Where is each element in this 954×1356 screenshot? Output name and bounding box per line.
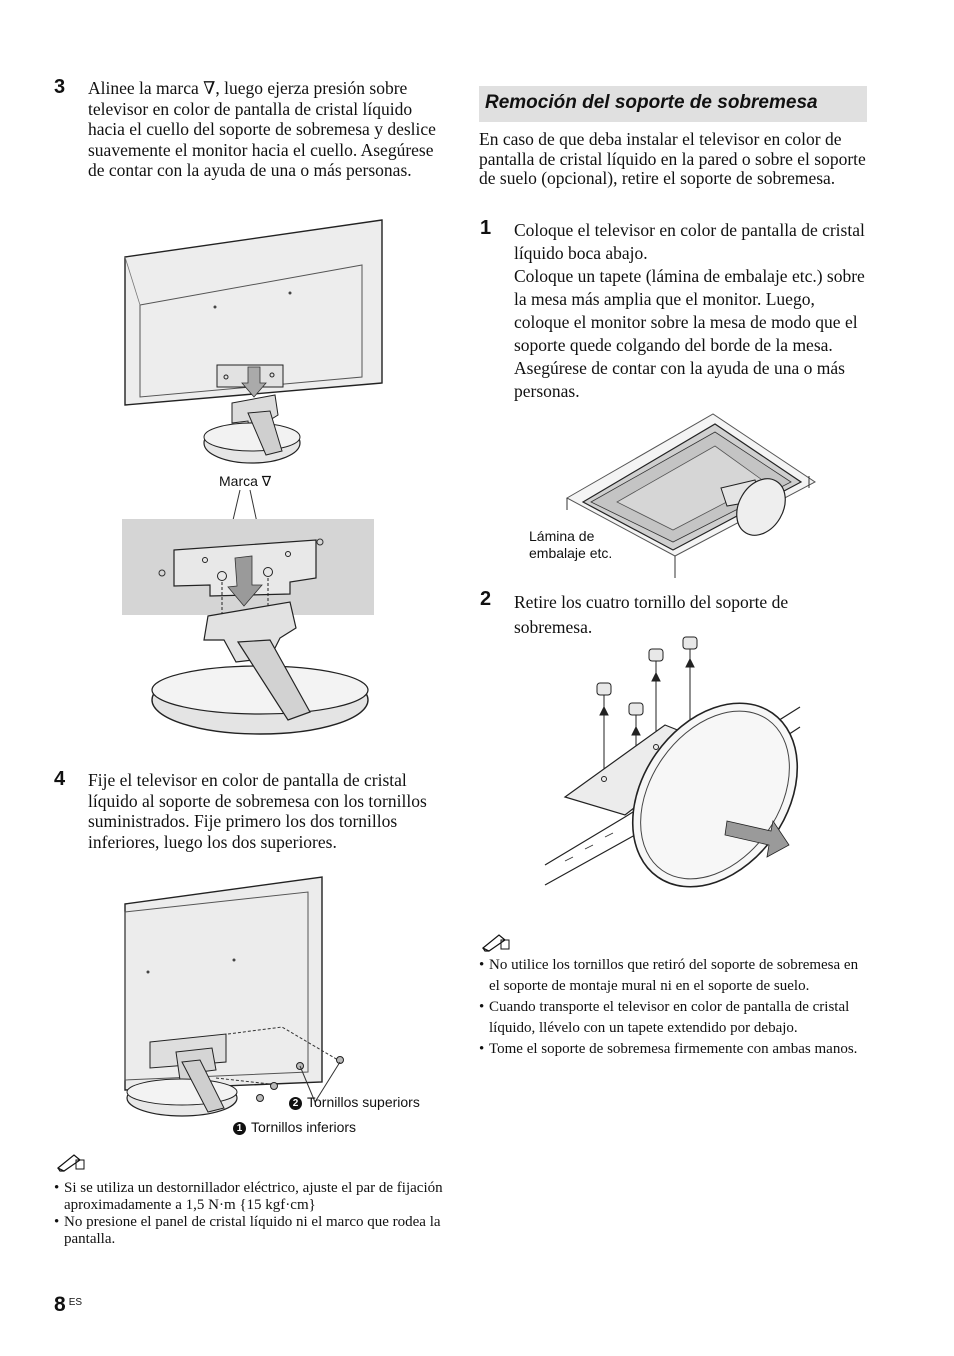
upper-screws-text: Tornillos superiors xyxy=(307,1094,420,1110)
number-1-badge: 1 xyxy=(233,1122,246,1135)
page-number-value: 8 xyxy=(54,1293,66,1316)
section-heading: Remoción del soporte de sobremesa xyxy=(485,92,818,113)
tv-face-down-illustration xyxy=(565,413,816,578)
step-4-text: Fije el televisor en color de pantalla d… xyxy=(88,770,427,852)
right-notes: No utilice los tornillos que retiró del … xyxy=(479,955,871,1060)
right-note-item: No utilice los tornillos que retiró del … xyxy=(479,955,871,997)
section-heading-bar: Remoción del soporte de sobremesa xyxy=(479,86,867,122)
step-2-text: Retire los cuatro tornillo del soporte d… xyxy=(514,592,789,637)
sheet-label-line2: embalaje etc. xyxy=(529,545,613,561)
left-note-item: Si se utiliza un destornillador eléctric… xyxy=(54,1180,444,1214)
mark-label: Marca ∇ xyxy=(219,473,272,489)
lower-screws-text: Tornillos inferiors xyxy=(251,1119,357,1135)
step-3-text: Alinee la marca ∇, luego ejerza presión … xyxy=(88,78,436,180)
right-note-item: Tome el soporte de sobremesa firmemente … xyxy=(479,1039,871,1060)
left-notes: Si se utiliza un destornillador eléctric… xyxy=(54,1180,444,1248)
section-intro: En caso de que deba instalar el televiso… xyxy=(479,129,866,188)
tv-attach-illustration-top xyxy=(124,219,383,464)
sheet-label-line1: Lámina de xyxy=(529,528,595,544)
stand-removal-illustration xyxy=(544,636,801,888)
sheet-label: Lámina de embalaje etc. xyxy=(529,528,612,562)
number-2-badge: 2 xyxy=(289,1097,302,1110)
lower-screws-label: 1 Tornillos inferiors xyxy=(233,1119,356,1136)
step-4-number: 4 xyxy=(54,768,66,790)
step-2-number: 2 xyxy=(480,588,492,610)
step-3-number: 3 xyxy=(54,76,66,98)
right-note-item: Cuando transporte el televisor en color … xyxy=(479,997,871,1039)
upper-screws-label: 2 Tornillos superiors xyxy=(289,1094,420,1111)
page-lang: ES xyxy=(68,1297,83,1308)
step-1-number: 1 xyxy=(480,217,492,239)
left-note-item: No presione el panel de cristal líquido … xyxy=(54,1214,444,1248)
note-pencil-icon xyxy=(481,934,510,952)
screws-attach-illustration xyxy=(124,876,344,1117)
step-1-text-detail: Coloque un tapete (lámina de embalaje et… xyxy=(514,266,865,401)
step-1-text: Coloque el televisor en color de pantall… xyxy=(514,220,865,263)
note-pencil-icon xyxy=(56,1154,85,1172)
tv-attach-illustration-closeup xyxy=(122,489,374,735)
